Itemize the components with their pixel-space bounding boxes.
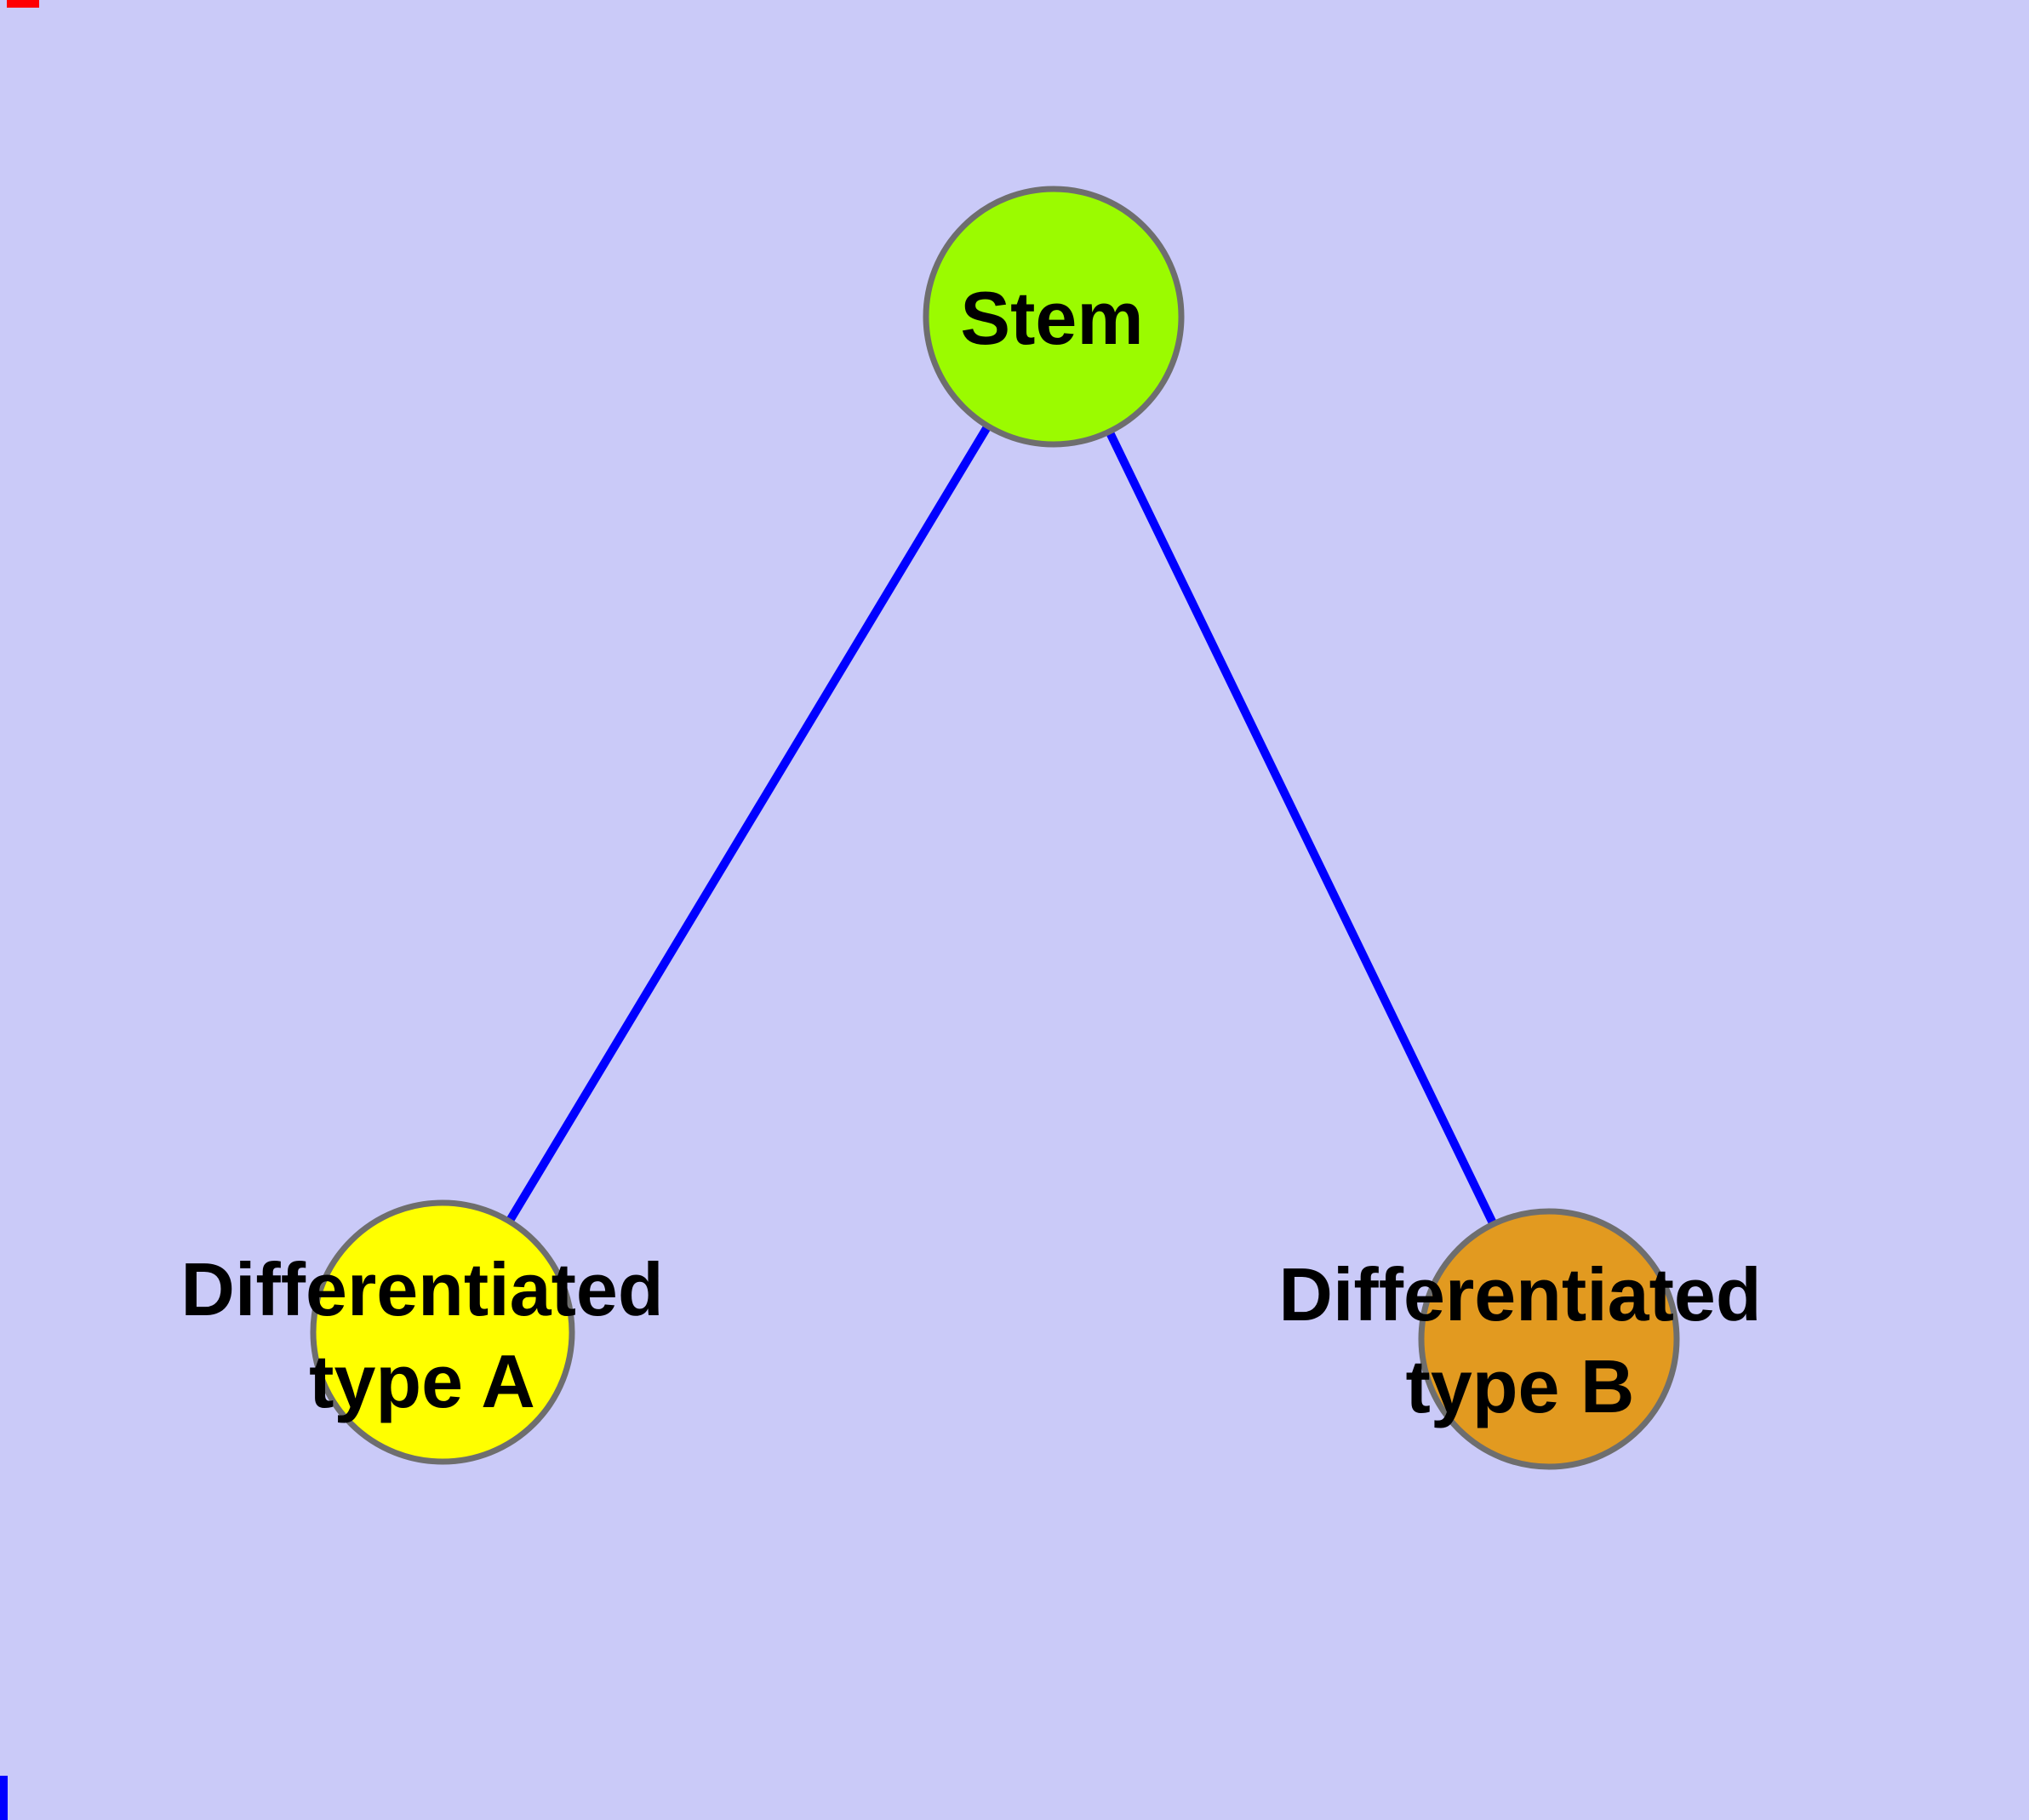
node-type-a-label: Differentiated type A <box>180 1244 663 1428</box>
node-type-b-label: Differentiated type B <box>1278 1249 1761 1433</box>
node-type-a-circle <box>310 1199 575 1465</box>
node-stem-circle <box>923 186 1185 448</box>
node-type-b-label-line2: type B <box>1405 1344 1635 1428</box>
plot-artifact-top-left <box>7 0 39 8</box>
node-type-b-label-line1: Differentiated <box>1278 1252 1762 1336</box>
node-type-b-circle <box>1418 1208 1680 1470</box>
edge-stem-to-type-b <box>1049 314 1553 1342</box>
node-type-a-label-line2: type A <box>309 1339 535 1423</box>
node-type-a-label-line1: Differentiated <box>180 1247 664 1331</box>
plot-artifact-bottom-left <box>0 1776 8 1820</box>
edge-stem-to-type-a <box>438 314 1058 1335</box>
node-stem-label: Stem <box>960 276 1144 360</box>
